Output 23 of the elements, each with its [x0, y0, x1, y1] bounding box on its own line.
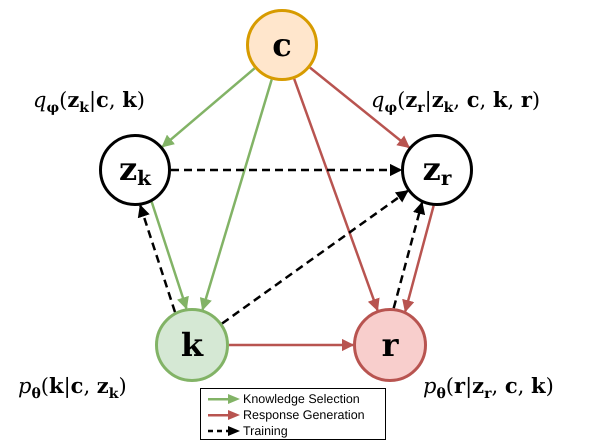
legend-text: Knowledge Selection — [243, 391, 360, 407]
legend-text: Training — [243, 423, 288, 439]
variable-symbol: k — [180, 329, 204, 361]
arrow — [200, 79, 273, 311]
arrow — [161, 67, 256, 148]
probability-formula: q$_{φ}$(z$_{k}$|c, k) — [33, 87, 145, 117]
arrow — [138, 204, 176, 312]
variable-symbol: z$_{r}$ — [422, 152, 452, 188]
legend-text: Response Generation — [243, 407, 365, 423]
probability-formula: q$_{φ}$(z$_{r}$|z$_{k}$, c, k, r) — [371, 87, 540, 117]
variable-symbol: r — [382, 329, 398, 361]
arrow — [309, 66, 410, 148]
arrow — [392, 202, 426, 309]
arrow — [402, 205, 435, 312]
arrow — [221, 190, 409, 325]
probability-formula: p$_{θ}$(k|c, z$_{k}$) — [18, 373, 127, 403]
arrow — [229, 338, 354, 352]
variable-symbol: c — [272, 29, 292, 61]
arrow — [171, 164, 402, 176]
arrow — [293, 78, 380, 312]
arrow — [150, 202, 189, 310]
probability-formula: p$_{θ}$(r|z$_{r}$, c, k) — [423, 373, 554, 403]
variable-symbol: z$_{k}$ — [118, 152, 152, 188]
